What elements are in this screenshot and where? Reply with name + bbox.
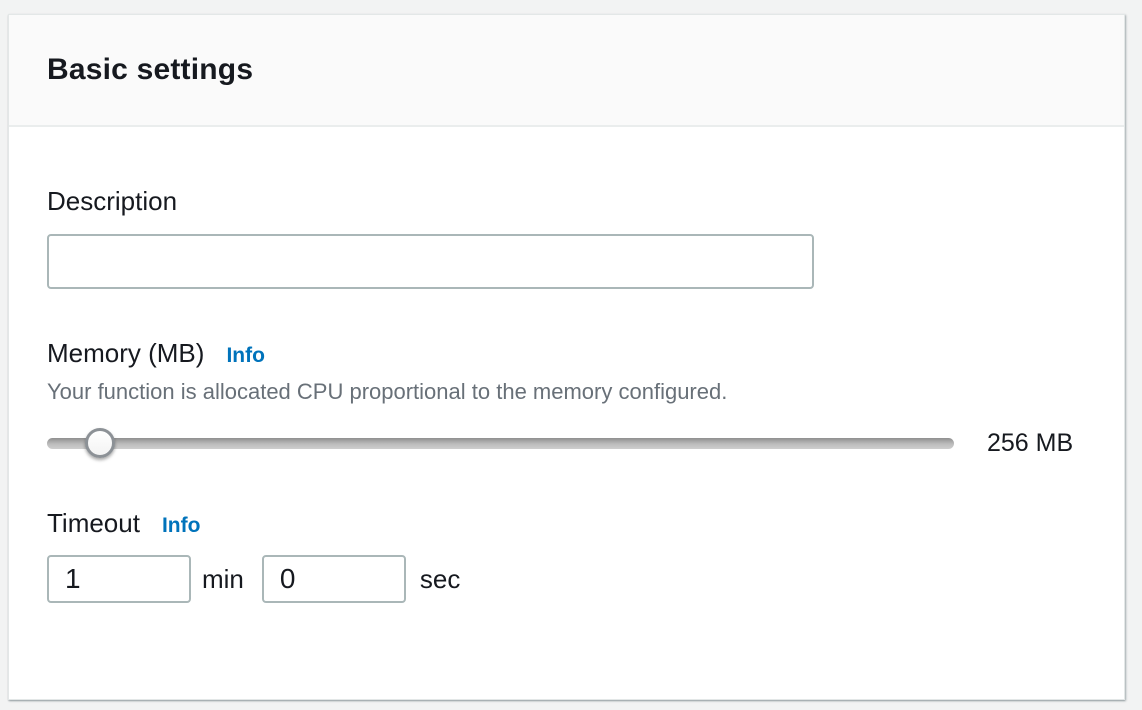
- memory-slider-track[interactable]: [47, 428, 954, 458]
- timeout-info-link[interactable]: Info: [161, 514, 201, 537]
- memory-field: Memory (MB) Info Your function is alloca…: [47, 338, 1084, 458]
- timeout-minutes-unit-label: min: [202, 563, 244, 594]
- memory-info-link[interactable]: Info: [226, 344, 265, 367]
- timeout-seconds-input[interactable]: [261, 555, 406, 603]
- memory-value-label: 256 MB: [987, 428, 1074, 457]
- memory-helper-text: Your function is allocated CPU proportio…: [47, 379, 728, 404]
- description-label: Description: [47, 186, 178, 216]
- timeout-inputs-row: min sec: [47, 555, 1084, 603]
- memory-slider-row: 256 MB: [47, 428, 1084, 458]
- description-field: Description: [47, 186, 1084, 289]
- panel-header: Basic settings: [9, 15, 1124, 127]
- basic-settings-panel: Basic settings Description Memory (MB) I…: [8, 14, 1125, 700]
- memory-label-row: Memory (MB) Info: [47, 338, 1084, 368]
- timeout-label-row: Timeout Info: [47, 508, 1084, 538]
- timeout-minutes-input[interactable]: [47, 555, 191, 603]
- timeout-field: Timeout Info min sec: [47, 508, 1084, 603]
- timeout-label: Timeout: [47, 508, 140, 538]
- panel-body: Description Memory (MB) Info Your functi…: [9, 186, 1124, 603]
- memory-slider-handle[interactable]: [84, 428, 115, 458]
- description-input[interactable]: [47, 234, 814, 289]
- memory-label: Memory (MB): [47, 338, 205, 368]
- timeout-seconds-unit-label: sec: [419, 563, 461, 594]
- panel-title: Basic settings: [47, 53, 254, 86]
